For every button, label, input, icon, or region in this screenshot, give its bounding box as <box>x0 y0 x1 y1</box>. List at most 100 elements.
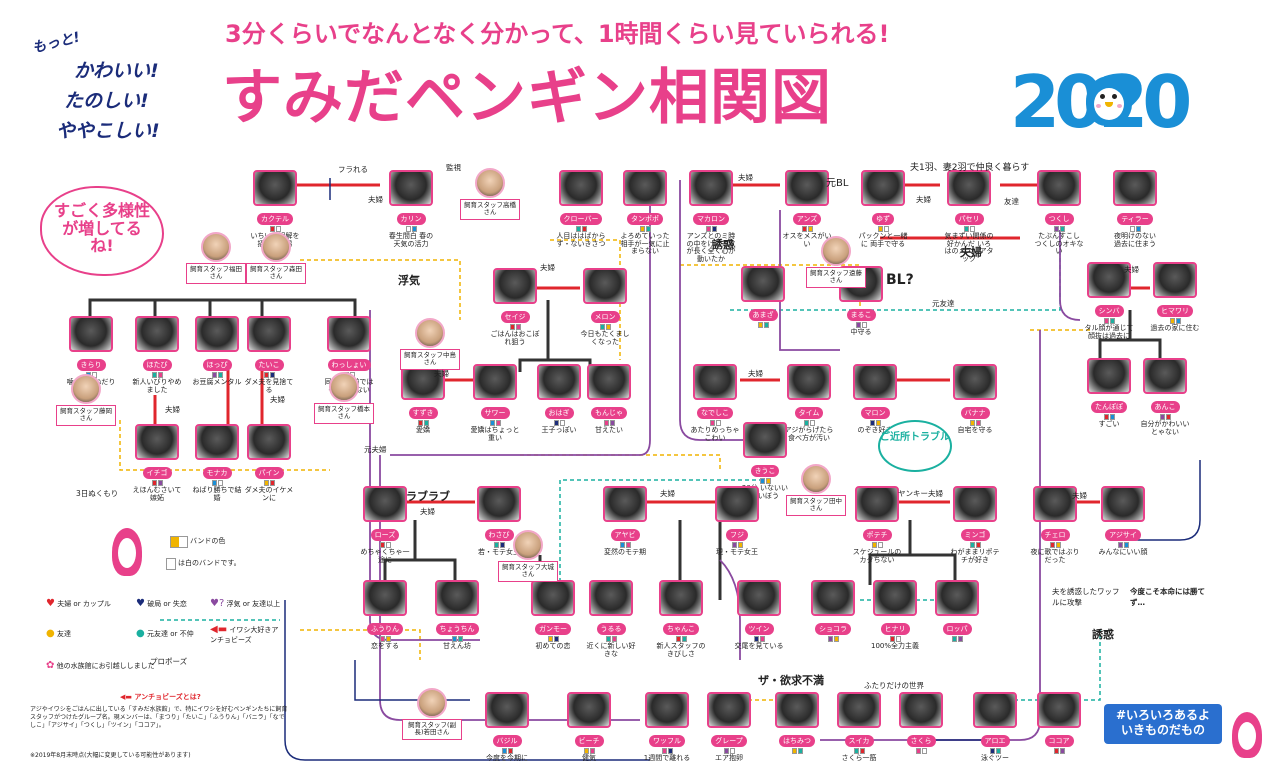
penguin-node: メロン今日もたくましくなった <box>580 268 630 346</box>
relation-label: 夫婦 <box>420 507 435 516</box>
penguin-name: ふうりん <box>367 623 403 635</box>
keeper-label: 飼育スタッフ遠藤さん <box>806 267 866 288</box>
penguin-photo <box>787 364 831 400</box>
band-color <box>765 478 771 484</box>
band-color <box>553 420 559 426</box>
relation-label: 夫婦 <box>748 369 763 378</box>
penguin-name: アヤビ <box>610 529 640 541</box>
keeper-label: 飼育スタッフ高橋さん <box>460 199 520 220</box>
relation-label: 元友達 <box>932 299 955 308</box>
penguin-bands <box>712 542 762 548</box>
penguin-bands <box>1034 748 1084 754</box>
penguin-node: ちょうちん甘えん坊 <box>432 580 482 651</box>
penguin-photo <box>473 364 517 400</box>
penguin-bands <box>686 226 736 232</box>
relation-label: 夫婦 <box>540 263 555 272</box>
band-color <box>827 636 833 642</box>
band-color <box>975 542 981 548</box>
penguin-desc: 現・モテ女王 <box>716 548 758 556</box>
penguin-bands <box>950 542 1000 548</box>
band-color <box>269 372 275 378</box>
penguin-desc: 新人スタッフのきびしさ <box>656 642 706 658</box>
band-color <box>729 748 735 754</box>
band-color <box>1123 542 1129 548</box>
keeper-label: 飼育スタッフ橋本さん <box>314 403 374 424</box>
penguin-name: ワッフル <box>649 735 685 747</box>
penguin-photo <box>953 364 997 400</box>
penguin-desc: 今度を今期に <box>486 754 528 762</box>
penguin-photo <box>195 424 239 460</box>
band-color <box>807 226 813 232</box>
note-text: 3日ぬくもり <box>76 489 119 498</box>
band-color <box>1165 414 1171 420</box>
penguin-node: ロッパ <box>932 580 982 643</box>
penguin-node: イチゴえほんむさいて嫉妬 <box>132 424 182 502</box>
penguin-bands <box>932 636 982 642</box>
band-color <box>791 748 797 754</box>
band-color <box>405 226 411 232</box>
penguin-node: わさび若・モテ女王 <box>474 486 524 557</box>
affair-line <box>779 210 840 351</box>
penguin-name: ローズ <box>370 529 400 541</box>
penguin-bands <box>490 324 540 330</box>
penguin-name: ロッパ <box>942 623 972 635</box>
penguin-name: ショコラ <box>815 623 851 635</box>
penguin-bands <box>398 420 448 426</box>
penguin-photo <box>811 580 855 616</box>
penguin-node: つくしたぶんすこし つくしのオキない <box>1034 170 1084 256</box>
family-line <box>868 520 957 585</box>
penguin-name: サワー <box>480 407 510 419</box>
penguin-desc: アンズとのミ時の中をけども気が長く全く心が動いたか <box>686 232 736 264</box>
tag-tanoshii: たのしい! <box>64 90 149 112</box>
relation-label: 浮気 <box>398 274 420 287</box>
penguin-bands <box>1030 542 1080 548</box>
penguin-photo <box>583 268 627 304</box>
penguin-desc: のぞき好き <box>857 426 893 434</box>
penguin-desc: パックンと一緒に 両手で守る <box>858 232 908 248</box>
penguin-desc: スケジュールのカタちない <box>852 548 902 564</box>
band-color <box>737 542 743 548</box>
penguin-desc: わがままリポテチが好き <box>950 548 1000 564</box>
penguin-desc: ねばり勝ちで結婚 <box>192 486 242 502</box>
penguin-photo <box>435 580 479 616</box>
affair-lines <box>369 179 1081 741</box>
penguin-name: なでしこ <box>697 407 733 419</box>
penguin-desc: 過去の家に住む <box>1150 324 1200 332</box>
penguin-name: イチゴ <box>142 467 172 479</box>
band-color <box>217 480 223 486</box>
band-color <box>499 542 505 548</box>
penguin-name: わっしょい <box>327 359 371 371</box>
band-color <box>969 420 975 426</box>
diversity-bubble: すごく多様性が増してるね! <box>40 186 164 276</box>
penguin-photo <box>1087 358 1131 394</box>
penguin-desc: 1週間で離れる <box>643 754 691 762</box>
penguin-node: ショコラ <box>808 580 858 643</box>
band-color <box>269 226 275 232</box>
exfriend-line <box>730 230 1061 311</box>
penguin-photo <box>247 316 291 352</box>
penguin-name: あまざ <box>748 309 778 321</box>
penguin-name: すずき <box>408 407 438 419</box>
band-color <box>915 748 921 754</box>
penguin-node: パインダメ夫のイケメンに <box>244 424 294 502</box>
penguin-desc: 100%全力主義 <box>870 642 919 650</box>
penguin-name: ミンゴ <box>960 529 990 541</box>
penguin-photo <box>693 364 737 400</box>
keeper-node: 飼育スタッフ橋本さん <box>314 372 374 424</box>
penguin-node: アヤビ変然のモテ期 <box>600 486 650 557</box>
keeper-node: 飼育スタッフ福田さん <box>186 232 246 284</box>
penguin-bands <box>858 226 908 232</box>
penguin-photo <box>873 580 917 616</box>
friend-icon: ● <box>46 628 55 639</box>
fish-icon: ◀▬ <box>210 624 228 635</box>
penguin-photo <box>1037 170 1081 206</box>
penguin-bands <box>192 372 242 378</box>
keeper-photo <box>329 372 359 402</box>
penguin-name: ガンモー <box>535 623 571 635</box>
penguin-photo <box>953 486 997 522</box>
keeper-label: 飼育スタッフ田中さん <box>786 495 846 516</box>
band-color <box>263 372 269 378</box>
penguin-node: アロエ泳ぐツー <box>970 692 1020 763</box>
penguin-name: ココア <box>1044 735 1074 747</box>
band-color <box>609 420 615 426</box>
